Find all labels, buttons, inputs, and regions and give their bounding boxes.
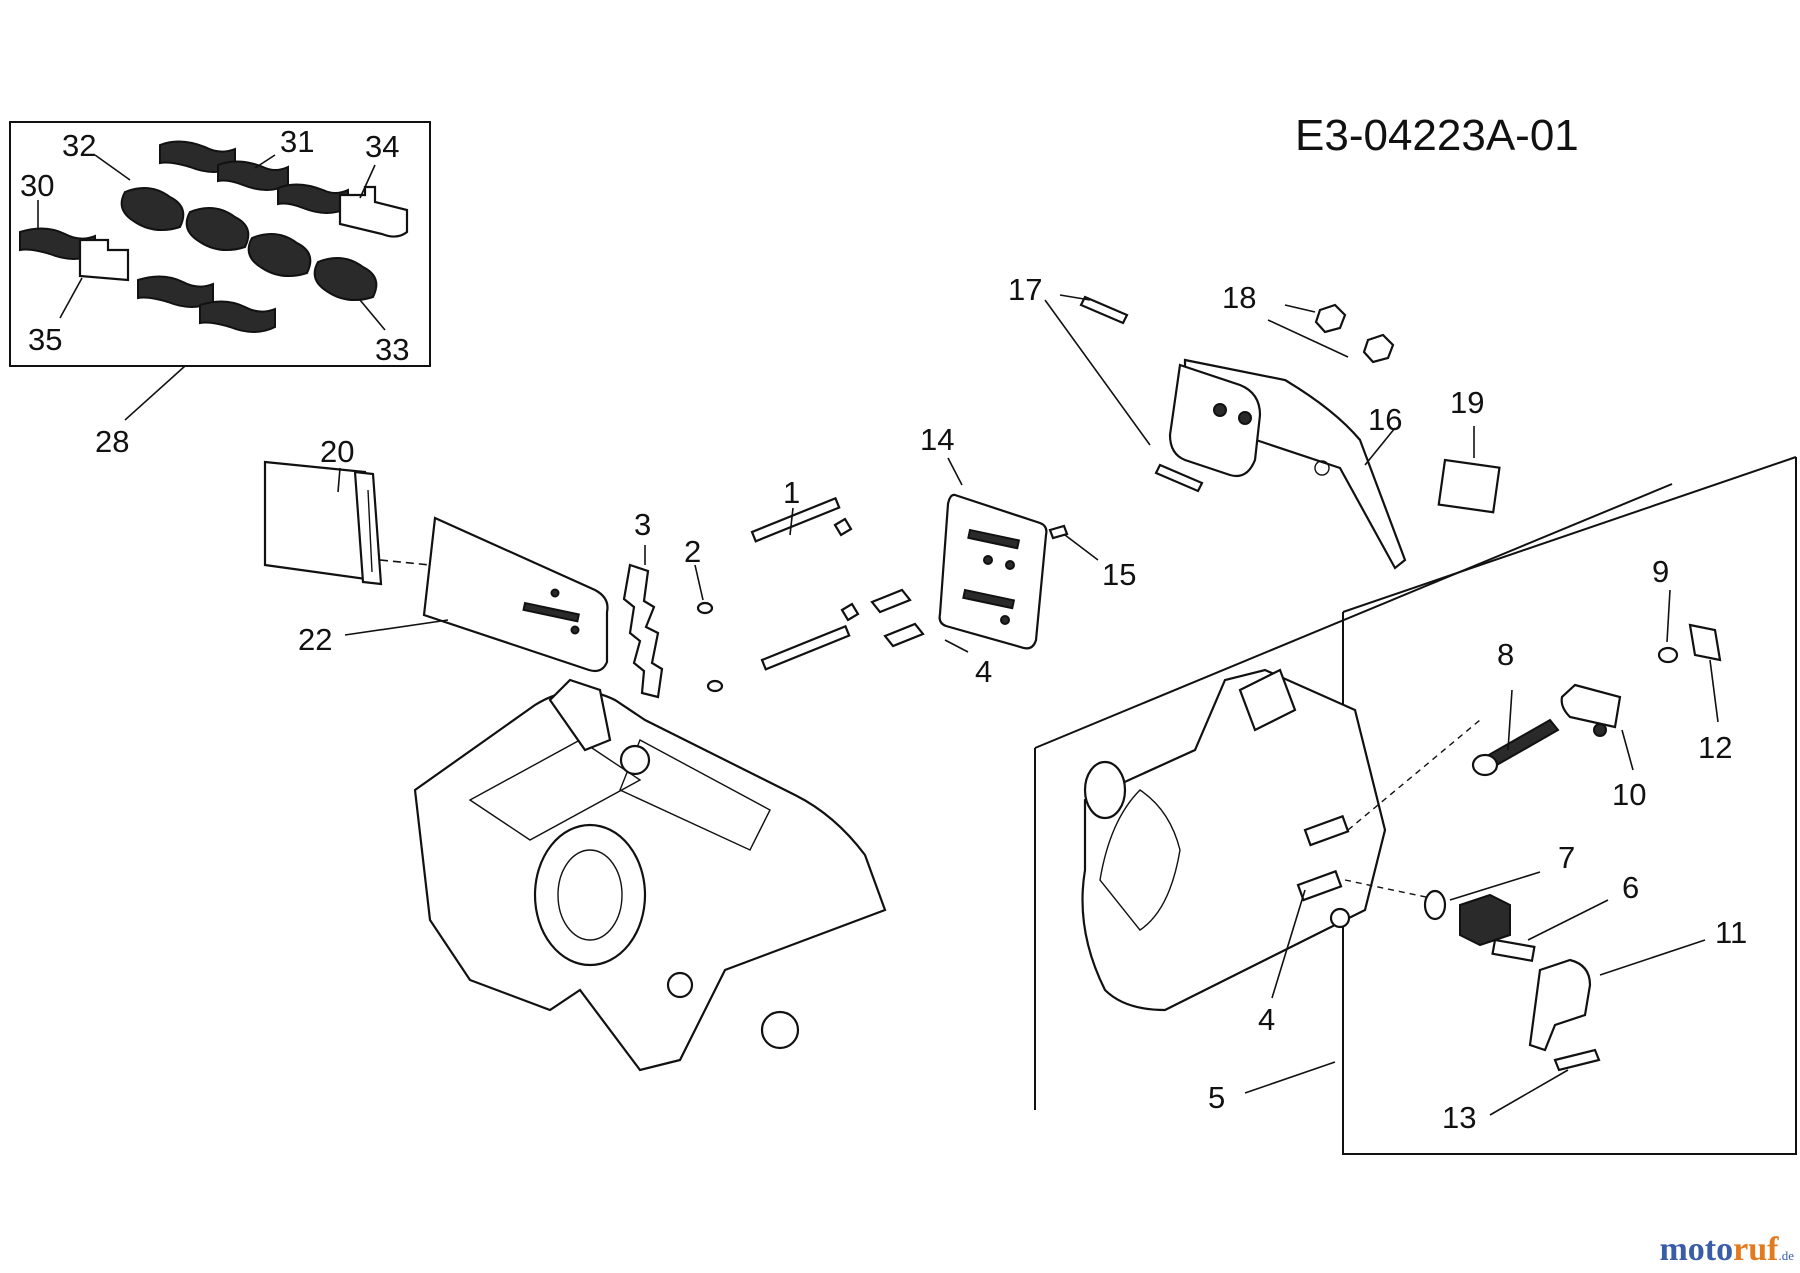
callout-12: 12 bbox=[1698, 730, 1732, 765]
diagram-code: E3-04223A-01 bbox=[1295, 111, 1579, 160]
right-assembly-frame bbox=[1034, 456, 1797, 1155]
callout-5: 5 bbox=[1208, 1080, 1225, 1115]
callout-31: 31 bbox=[280, 124, 314, 159]
callout-19: 19 bbox=[1450, 385, 1484, 420]
chain-link-icon bbox=[19, 140, 409, 333]
callout-4: 4 bbox=[975, 654, 992, 689]
callout-labels: 32 31 34 30 35 33 28 20 22 3 2 1 14 15 4… bbox=[20, 124, 1747, 1135]
callout-2: 2 bbox=[684, 534, 701, 569]
callout-18: 18 bbox=[1222, 280, 1256, 315]
oil-pump-icon bbox=[1423, 623, 1722, 1072]
leader-28 bbox=[124, 365, 186, 421]
callout-20: 20 bbox=[320, 434, 354, 469]
callout-10: 10 bbox=[1612, 777, 1646, 812]
callout-15: 15 bbox=[1102, 557, 1136, 592]
callout-7: 7 bbox=[1558, 840, 1575, 875]
callout-28: 28 bbox=[95, 424, 129, 459]
chain-inset bbox=[9, 121, 431, 367]
callout-17: 17 bbox=[1008, 272, 1042, 307]
crankcase-icon bbox=[413, 678, 887, 1072]
callout-1: 1 bbox=[783, 475, 800, 510]
callout-33: 33 bbox=[375, 332, 409, 367]
callout-16: 16 bbox=[1368, 402, 1402, 437]
callout-13: 13 bbox=[1442, 1100, 1476, 1135]
callout-35: 35 bbox=[28, 322, 62, 357]
guide-bar-icon bbox=[263, 460, 609, 673]
leader-lines bbox=[337, 294, 1719, 1116]
callout-9: 9 bbox=[1652, 554, 1669, 589]
callout-4-right: 4 bbox=[1258, 1002, 1275, 1037]
callout-30: 30 bbox=[20, 168, 54, 203]
bar-plate-and-studs bbox=[622, 496, 925, 699]
motoruf-watermark: motoruf.de bbox=[1659, 1231, 1794, 1268]
callout-8: 8 bbox=[1497, 637, 1514, 672]
callout-22: 22 bbox=[298, 622, 332, 657]
callout-34: 34 bbox=[365, 129, 399, 164]
callout-3: 3 bbox=[634, 507, 651, 542]
callout-14: 14 bbox=[920, 422, 954, 457]
callout-6: 6 bbox=[1622, 870, 1639, 905]
callout-32: 32 bbox=[62, 128, 96, 163]
sprocket-cover bbox=[1079, 295, 1501, 570]
callout-11: 11 bbox=[1715, 915, 1747, 950]
crankcase-right bbox=[1081, 668, 1481, 1012]
cover-plate bbox=[938, 493, 1069, 650]
